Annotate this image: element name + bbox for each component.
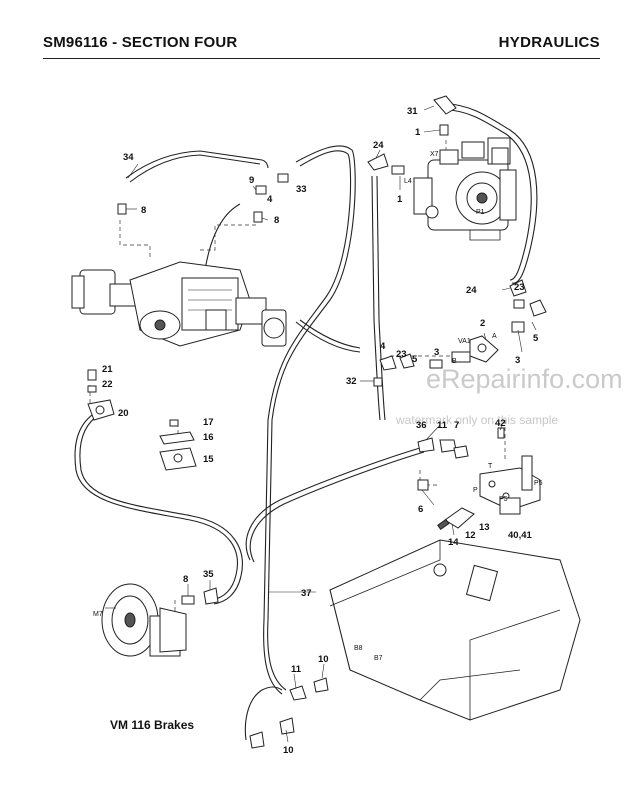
chapter-title: HYDRAULICS (498, 34, 600, 51)
callout-17: 17 (203, 417, 214, 428)
hose-10 (244, 686, 283, 741)
callout-15: 15 (203, 454, 214, 465)
callout-33: 33 (296, 184, 307, 195)
callout-5: 5 (533, 333, 539, 344)
watermark-text: eRepairinfo.com (426, 364, 623, 394)
tag-p1: P1 (476, 209, 485, 216)
hydraulic-tank (329, 539, 581, 721)
callout-24: 24 (466, 285, 477, 296)
callout-37: 37 (301, 588, 312, 599)
tag-m7: M7 (93, 611, 103, 618)
bracket-20 (87, 399, 115, 421)
tag-b8: B8 (354, 645, 363, 652)
drive-axle (71, 261, 287, 347)
hose-36 (245, 447, 421, 561)
hose-24-vertical (371, 175, 381, 421)
wheel-motor-m7 (101, 583, 187, 657)
callout-1: 1 (397, 194, 403, 205)
callout-11: 11 (437, 420, 448, 431)
callout-5: 5 (412, 354, 418, 365)
hose-axle-to-4 (204, 203, 361, 349)
hose-34 (125, 150, 269, 179)
callout-21: 21 (102, 364, 113, 375)
page-header: SM96116 - SECTION FOUR HYDRAULICS (43, 34, 600, 56)
callout-8: 8 (183, 574, 188, 585)
callout-6: 6 (418, 504, 423, 515)
tag-b: B (452, 358, 457, 365)
diagram-caption: VM 116 Brakes (110, 718, 194, 732)
callout-32: 32 (346, 376, 357, 387)
callout-3: 3 (434, 347, 439, 358)
callout-20: 20 (118, 408, 129, 419)
hose-31 (445, 103, 538, 284)
callout-36: 36 (416, 420, 427, 431)
tag-a: A (492, 333, 497, 340)
callout-3: 3 (515, 355, 520, 366)
callout-42: 42 (495, 418, 506, 429)
callout-11: 11 (291, 664, 302, 675)
callout-16: 16 (203, 432, 214, 443)
clamp-assembly (159, 419, 197, 471)
callout-2: 2 (480, 318, 485, 329)
callout-13: 13 (479, 522, 490, 533)
tag-va1: VA1 (458, 338, 471, 345)
solenoid-fitting (437, 507, 475, 531)
watermark-subtext: watermark only on this sample (395, 413, 558, 427)
tag-p5-face: P5 (499, 496, 508, 503)
fittings (87, 95, 547, 749)
hose-brake-line (74, 409, 238, 601)
callout-34: 34 (123, 152, 134, 163)
tag-b7: B7 (374, 655, 383, 662)
callout-10: 10 (318, 654, 329, 665)
callout-10: 10 (283, 745, 294, 756)
callout-7: 7 (454, 420, 459, 431)
tag-p5-right: P5 (534, 480, 543, 487)
callout-leaders (105, 105, 537, 743)
tag-x7: X7 (430, 151, 439, 158)
callout-4: 4 (267, 194, 273, 205)
callout-40-41: 40,41 (508, 530, 532, 541)
tag-t: T (488, 463, 493, 470)
tag-p: P (473, 487, 478, 494)
brake-valve-block (479, 455, 541, 515)
callout-12: 12 (465, 530, 476, 541)
callout-23: 23 (514, 282, 525, 293)
callout-9: 9 (249, 175, 254, 186)
hydraulic-pump-p1 (413, 137, 517, 241)
callout-8: 8 (274, 215, 279, 226)
callout-23: 23 (396, 349, 407, 360)
callout-1: 1 (415, 127, 421, 138)
callout-4: 4 (380, 341, 386, 352)
callout-numbers: 31 1 24 1 34 8 9 4 33 8 24 23 2 5 3 4 23… (102, 106, 539, 756)
hose-37 (267, 145, 356, 691)
tag-l4: L4 (404, 178, 412, 185)
callout-14: 14 (448, 537, 459, 548)
callout-24: 24 (373, 140, 384, 151)
callout-8: 8 (141, 205, 146, 216)
callout-22: 22 (102, 379, 113, 390)
header-rule (43, 58, 600, 59)
callout-35: 35 (203, 569, 214, 580)
section-title: SM96116 - SECTION FOUR (43, 34, 238, 51)
valve-va1 (451, 335, 499, 363)
callout-31: 31 (407, 106, 418, 117)
